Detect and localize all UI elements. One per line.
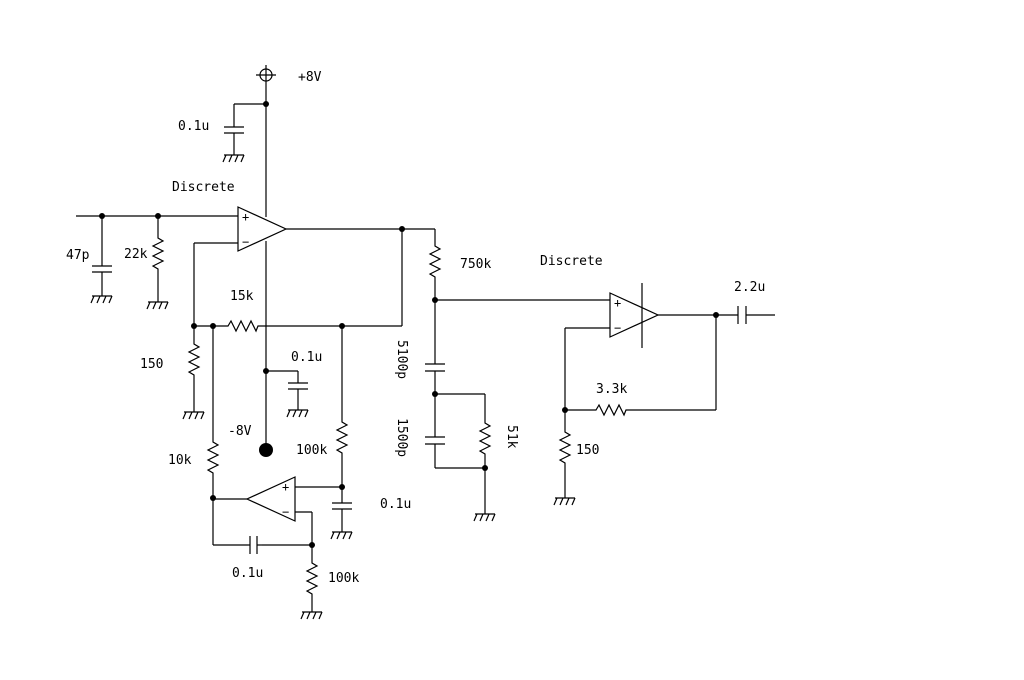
resistor-15k-symbol xyxy=(224,319,260,333)
opamp1-type-label: Discrete xyxy=(172,180,235,195)
svg-text:+: + xyxy=(242,210,249,224)
capacitor-5100p-symbol xyxy=(425,363,445,372)
resistor-150-label: 150 xyxy=(140,357,163,372)
vminus-rail-wire xyxy=(265,241,299,450)
resistor-15k-label: 15k xyxy=(230,289,254,304)
resistor-100k-top-label: 100k xyxy=(296,443,327,458)
svg-text:+: + xyxy=(614,296,621,310)
capacitor-1500p-symbol xyxy=(425,436,445,445)
vminus-terminal-symbol xyxy=(259,443,273,457)
junction xyxy=(482,465,488,471)
capacitor-bypass-label: 0.1u xyxy=(291,350,322,365)
capacitor-5100p-label: 5100p xyxy=(394,340,409,379)
resistor-10k-label: 10k xyxy=(168,453,192,468)
vplus-terminal-symbol xyxy=(256,65,276,82)
ground-symbol xyxy=(222,154,245,163)
servo-wires xyxy=(213,486,342,560)
capacitor-output-symbol xyxy=(737,306,747,324)
ground-symbol xyxy=(473,513,496,522)
resistor-22k-label: 22k xyxy=(124,247,148,262)
capacitor-bypass-symbol xyxy=(286,382,309,418)
vminus-label: -8V xyxy=(228,424,252,439)
output-wires xyxy=(564,314,775,428)
capacitor-supply-symbol xyxy=(224,126,244,155)
junction xyxy=(562,407,568,413)
junction xyxy=(432,391,438,397)
capacitor-supply-label: 0.1u xyxy=(178,119,209,134)
resistor-22k-symbol xyxy=(146,232,169,310)
junction xyxy=(399,226,405,232)
svg-text:−: − xyxy=(614,321,621,335)
svg-text:−: − xyxy=(242,235,249,249)
capacitor-47p-label: 47p xyxy=(66,248,90,263)
resistor-100k-bottom-label: 100k xyxy=(328,571,359,586)
resistor-150-out-symbol xyxy=(553,428,576,506)
resistor-100k-top-symbol xyxy=(335,326,349,503)
capacitor-output-label: 2.2u xyxy=(734,280,765,295)
resistor-150-symbol xyxy=(182,326,205,420)
resistor-750k-label: 750k xyxy=(460,257,491,272)
resistor-51k-symbol xyxy=(478,420,492,456)
opamp1-symbol: + − xyxy=(237,206,288,252)
feedback-wire-1 xyxy=(193,228,435,327)
resistor-150-out-label: 150 xyxy=(576,443,599,458)
resistor-3.3k-label: 3.3k xyxy=(596,382,627,397)
resistor-51k-label: 51k xyxy=(504,425,519,449)
junction xyxy=(309,542,315,548)
vplus-label: +8V xyxy=(298,70,322,85)
capacitor-servo-out-symbol xyxy=(330,502,353,540)
resistor-750k-symbol xyxy=(428,229,442,300)
opamp2-type-label: Discrete xyxy=(540,254,603,269)
riaa-wires xyxy=(434,299,612,514)
opamp2-symbol: + − xyxy=(609,283,660,348)
junction xyxy=(263,101,269,107)
junction xyxy=(263,368,269,374)
supply-wire xyxy=(233,81,267,208)
svg-text:−: − xyxy=(282,505,289,519)
resistor-10k-symbol xyxy=(206,326,220,545)
resistor-100k-bottom-symbol xyxy=(300,560,323,620)
capacitor-servo-out-label: 0.1u xyxy=(380,497,411,512)
junction xyxy=(210,495,216,501)
junction xyxy=(713,312,719,318)
junction xyxy=(99,213,105,219)
junction xyxy=(155,213,161,219)
servo-opamp-symbol: + − xyxy=(245,476,296,522)
capacitor-1500p-label: 1500p xyxy=(394,418,409,457)
resistor-3.3k-symbol xyxy=(592,403,628,417)
capacitor-47p-symbol xyxy=(90,265,113,304)
capacitor-integrator-label: 0.1u xyxy=(232,566,263,581)
svg-text:+: + xyxy=(282,480,289,494)
capacitor-integrator-symbol xyxy=(248,536,262,554)
